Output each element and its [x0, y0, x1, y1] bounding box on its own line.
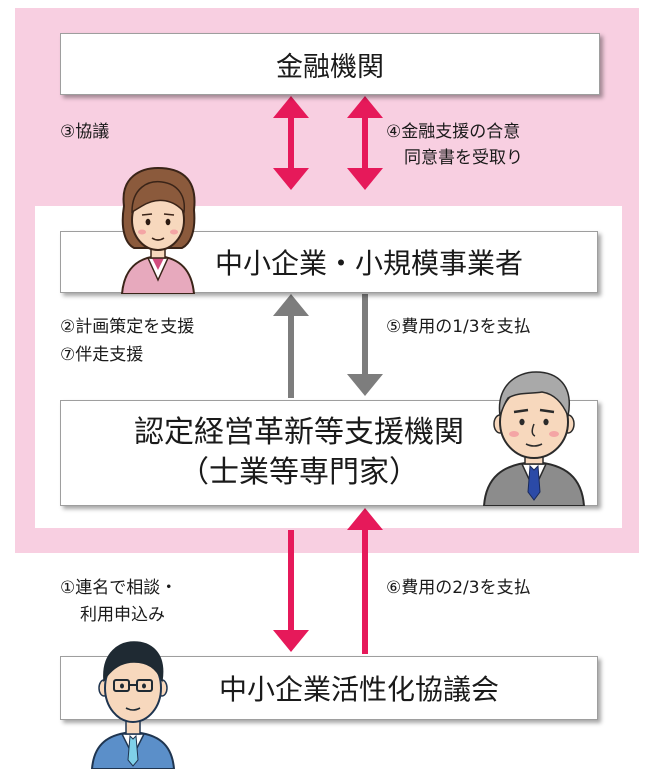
step-4-label-line1: ④金融支援の合意 [386, 122, 521, 142]
sme-label: 中小企業・小規模事業者 [214, 247, 523, 280]
step-5-label: ⑤費用の1/3を支払 [386, 317, 531, 337]
arrow-pay-one-third [347, 294, 383, 396]
step-1-label-line1: ①連名で相談・ [60, 578, 178, 598]
step-1-label-line2: 利用申込み [80, 605, 165, 625]
arrow-agreement [347, 96, 383, 190]
step-6-label: ⑥費用の2/3を支払 [386, 578, 531, 598]
arrow-kyogi [273, 96, 309, 190]
certified-agency-label-line1: 認定経営革新等支援機関 [134, 414, 464, 450]
council-label: 中小企業活性化協議会 [218, 673, 499, 706]
arrow-pay-two-thirds [347, 508, 383, 654]
financial-institution-box: 金融機関 [60, 33, 600, 95]
arrow-plan-support [273, 294, 309, 398]
man-with-glasses-icon [90, 641, 176, 769]
financial-institution-label: 金融機関 [276, 51, 384, 83]
step-7-label: ⑦伴走支援 [60, 345, 144, 365]
arrow-application [273, 530, 309, 652]
woman-business-owner-icon [120, 166, 196, 294]
older-man-advisor-icon [482, 371, 586, 506]
step-4-label-line2: 同意書を受取り [404, 148, 523, 168]
step-2-label: ②計画策定を支援 [60, 317, 195, 337]
certified-agency-label-line2: （士業等専門家） [179, 455, 419, 490]
step-3-label: ③協議 [60, 122, 110, 142]
